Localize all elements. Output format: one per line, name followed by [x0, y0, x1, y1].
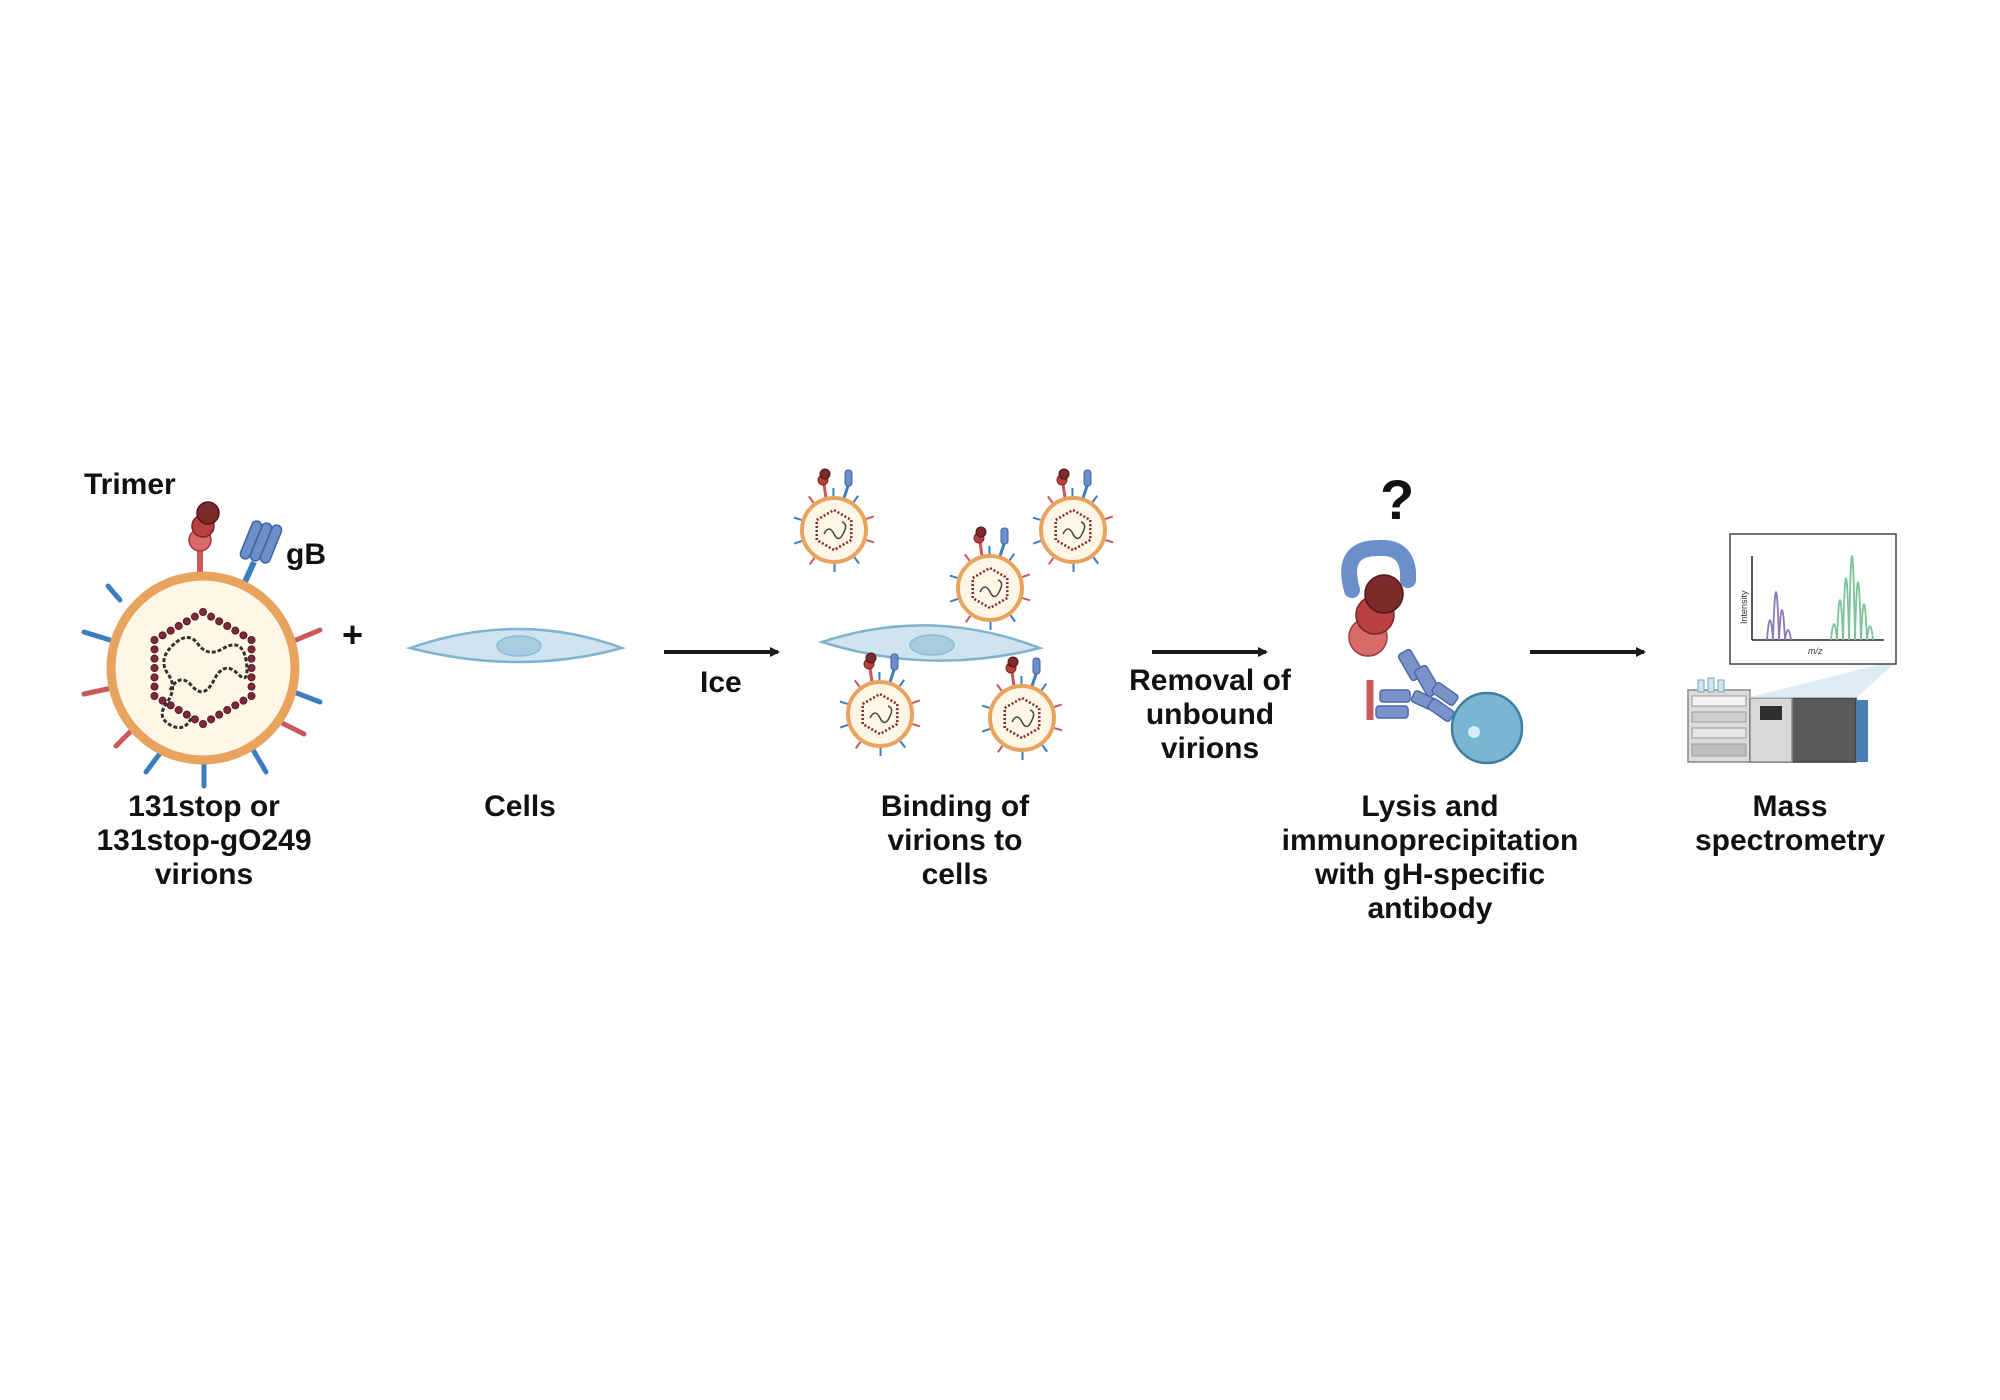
binding-caption: Binding of virions to cells: [880, 790, 1030, 891]
binding-scene: [793, 468, 1114, 761]
unknown-partner-icon: [1341, 539, 1417, 598]
gB-label: gB: [286, 538, 326, 571]
spectrum-panel: Intensity m/z: [1729, 533, 1897, 665]
trimer-glycoprotein-icon: [188, 501, 220, 580]
bound-cell-icon: [817, 624, 1045, 662]
trimer-label: Trimer: [84, 468, 176, 501]
small-virions: [793, 468, 1114, 761]
spectrum-xlabel: m/z: [1808, 646, 1823, 656]
genome-icon: [160, 636, 249, 730]
spectrum-peaks: [1766, 555, 1874, 641]
mass-spectrometer-icon: Intensity m/z: [1687, 533, 1898, 763]
small-virion-icon: [1032, 468, 1114, 573]
antibody-icon: [1375, 648, 1459, 722]
gH-trimer-icon: [1348, 574, 1404, 720]
cells-caption: Cells: [484, 790, 556, 823]
gB-glycoprotein-icon: [239, 520, 283, 586]
lysis-caption: Lysis and immunoprecipitation with gH-sp…: [1281, 790, 1579, 925]
immunoprecipitation-scene: [1341, 539, 1524, 765]
spectrum-ylabel: Intensity: [1739, 590, 1749, 624]
bead-icon: [1450, 691, 1524, 765]
large-virion-icon: [81, 501, 323, 789]
cell-icon: [405, 627, 627, 664]
question-mark: ?: [1380, 468, 1415, 531]
small-virion-icon: [793, 468, 875, 573]
mass-caption: Mass spectrometry: [1694, 790, 1886, 857]
capsid-icon: [150, 608, 256, 729]
small-virion-icon: [839, 652, 921, 757]
small-virion-icon: [949, 526, 1031, 631]
plus-sign: +: [342, 614, 364, 655]
ice-label: Ice: [700, 666, 742, 699]
small-virion-icon: [981, 656, 1063, 761]
hplc-stack: [1687, 677, 1751, 763]
removal-caption: Removal of unbound virions: [1129, 664, 1291, 765]
virions-caption: 131stop or 131stop-gO249 virions: [96, 790, 312, 891]
